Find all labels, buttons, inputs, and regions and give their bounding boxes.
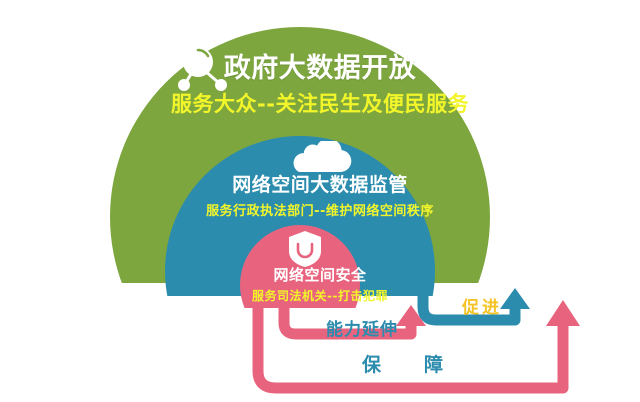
- network-node-icon: [178, 47, 227, 91]
- layer-green-subtitle: 服务大众--关注民生及便民服务: [171, 92, 469, 116]
- arrow-cuijin: [417, 278, 530, 326]
- arrow-baozhang: [252, 300, 580, 394]
- layer-pink-title: 网络空间安全: [273, 266, 367, 284]
- layer-blue-title: 网络空间大数据监管: [232, 174, 408, 196]
- layer-green-title: 政府大数据开放: [223, 53, 417, 84]
- arrow-label-cuijin: 促进: [462, 298, 502, 318]
- arrow-nengli: [278, 300, 426, 340]
- cloud-icon: [293, 141, 352, 172]
- layer-pink-subtitle: 服务司法机关--打击犯罪: [252, 289, 388, 303]
- shield-icon: [289, 231, 321, 267]
- arrow-label-nengli: 能力延伸: [326, 320, 398, 340]
- arrow-label-baozhang: 保 障: [362, 354, 456, 376]
- layer-blue-subtitle: 服务行政执法部门--维护网络空间秩序: [206, 204, 434, 219]
